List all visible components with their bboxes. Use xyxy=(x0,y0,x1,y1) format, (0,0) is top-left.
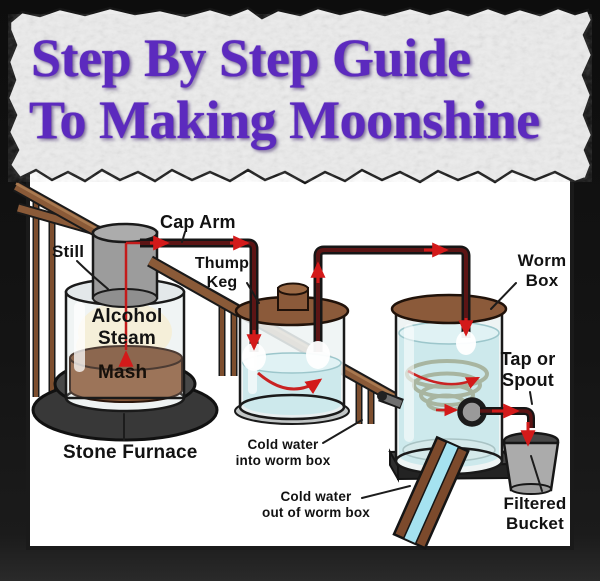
still-label: Still xyxy=(52,242,85,261)
worm-box-label: Worm Box xyxy=(517,251,567,290)
torn-paper-banner xyxy=(6,6,594,185)
tap-or-spout-label: Tap or Spout xyxy=(500,349,556,390)
worm-box-lid xyxy=(390,293,508,325)
banner-title-line1: Step By Step Guide xyxy=(31,28,471,88)
alcohol-steam-label: Alcohol Steam xyxy=(91,306,163,349)
outflow-channel xyxy=(392,435,470,550)
banner-title-line2: To Making Moonshine xyxy=(29,90,540,150)
label-pointers xyxy=(76,231,543,499)
flow-arrow-spiral xyxy=(407,369,481,389)
keg-to-worm-pipe xyxy=(313,245,471,352)
worm-box xyxy=(377,293,508,476)
cold-water-inlet-pipe xyxy=(377,390,404,410)
thump-keg-label: Thump Keg xyxy=(194,255,250,291)
flow-arrows xyxy=(150,235,520,419)
cold-water-out-label: Cold water out of worm box xyxy=(262,489,370,520)
cap-arm-label: Cap Arm xyxy=(160,212,236,232)
filtered-bucket xyxy=(502,431,560,495)
cold-water-in-label: Cold water into worm box xyxy=(235,437,331,468)
mash-label: Mash xyxy=(98,362,148,383)
flow-arrow-curved xyxy=(257,371,323,395)
tap-spout-pipe xyxy=(457,397,535,428)
filtered-bucket-label: Filtered Bucket xyxy=(503,494,567,533)
thump-keg-cap xyxy=(277,282,309,311)
stone-furnace-label: Stone Furnace xyxy=(63,442,198,463)
